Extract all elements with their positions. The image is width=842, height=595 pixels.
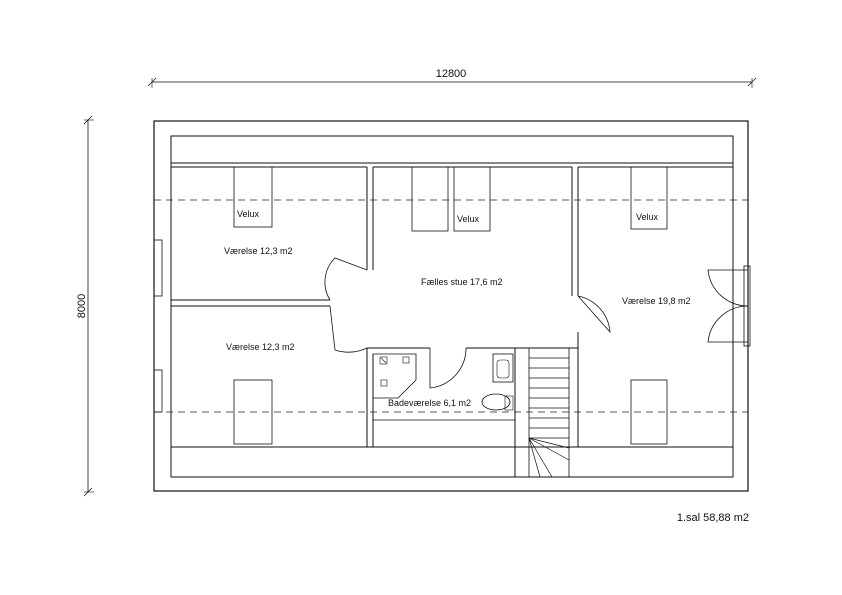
gable-windows-left	[153, 239, 163, 413]
skylight-middle-b	[453, 166, 491, 232]
skylight-middle-a	[411, 166, 449, 232]
width-dimension-label: 12800	[436, 68, 467, 80]
staircase	[528, 347, 570, 478]
doors	[324, 257, 751, 389]
room-label-vaerelse-right: Værelse 19,8 m2	[622, 296, 691, 306]
floor-total-label: 1.sal 58,88 m2	[677, 512, 749, 524]
room-label-vaerelse-top-left: Værelse 12,3 m2	[224, 246, 293, 256]
skylight-bottom-right	[630, 379, 668, 445]
velux-label-left: Velux	[237, 209, 260, 219]
velux-label-right: Velux	[636, 212, 659, 222]
toilet-icon	[481, 393, 511, 411]
skylight-group	[233, 166, 668, 445]
sink-icon	[492, 353, 514, 383]
skylight-bottom-left	[233, 379, 273, 445]
room-label-badevaerelse: Badeværelse 6,1 m2	[388, 398, 471, 408]
height-dimension-label: 8000	[76, 294, 88, 318]
skylight-right	[630, 166, 668, 230]
bathroom-fixtures	[372, 353, 514, 411]
skylight-left	[233, 166, 273, 228]
room-label-vaerelse-bottom-left: Værelse 12,3 m2	[226, 342, 295, 352]
height-dimension: 8000	[76, 115, 94, 497]
knee-walls	[170, 135, 734, 478]
velux-label-middle: Velux	[457, 214, 480, 224]
width-dimension: 12800	[147, 68, 757, 88]
shower-icon	[372, 353, 417, 399]
room-label-faelles-stue: Fælles stue 17,6 m2	[421, 277, 503, 287]
